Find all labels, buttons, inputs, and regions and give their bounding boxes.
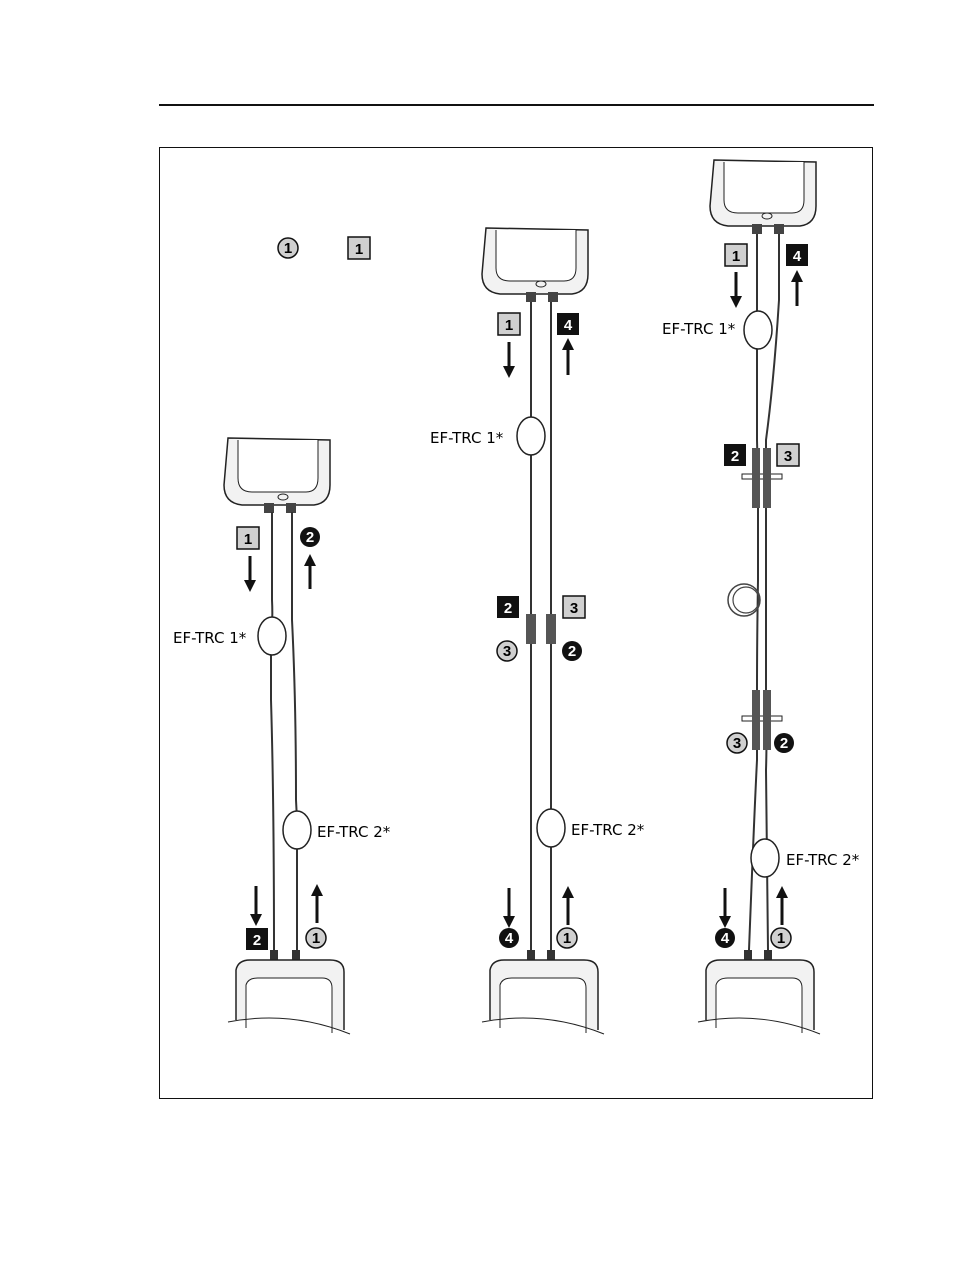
square-badge: 1 <box>725 244 747 266</box>
diagram-2: EF-TRC 1* EF-TRC 2* 1 4 2 3 3 <box>430 228 645 1034</box>
svg-text:3: 3 <box>503 643 511 660</box>
circle-badge: 1 <box>771 928 791 948</box>
remote-unit-icon <box>482 228 588 302</box>
svg-text:1: 1 <box>284 240 292 257</box>
ef-trc-2-label: EF-TRC 2* <box>786 851 860 869</box>
legend-square-badge: 1 <box>348 237 370 259</box>
square-badge: 1 <box>498 313 520 335</box>
svg-text:2: 2 <box>731 448 739 465</box>
circle-badge: 3 <box>497 641 517 661</box>
circle-badge: 2 <box>774 733 794 753</box>
svg-text:4: 4 <box>793 248 802 265</box>
connector-icon <box>763 448 771 508</box>
diagram-1: EF-TRC 1* EF-TRC 2* 1 2 2 1 <box>173 438 391 1034</box>
legend-circle-badge: 1 <box>278 238 298 258</box>
circle-badge: 2 <box>562 641 582 661</box>
svg-text:1: 1 <box>732 248 740 265</box>
svg-text:4: 4 <box>505 930 514 947</box>
svg-text:3: 3 <box>784 448 792 465</box>
main-unit-icon <box>482 950 604 1034</box>
svg-text:4: 4 <box>564 317 573 334</box>
ef-trc-2-icon <box>283 811 311 849</box>
ef-trc-1-label: EF-TRC 1* <box>430 429 504 447</box>
ef-trc-1-icon <box>517 417 545 455</box>
diagram-3: EF-TRC 1* EF-TRC 2* 1 4 2 3 3 2 <box>662 160 860 1034</box>
svg-text:1: 1 <box>777 930 785 947</box>
square-badge: 4 <box>786 244 808 266</box>
legend: 1 1 <box>278 237 370 259</box>
ef-trc-1-label: EF-TRC 1* <box>173 629 247 647</box>
coupler-icon <box>742 474 782 479</box>
ef-trc-1-icon <box>744 311 772 349</box>
circle-badge: 1 <box>557 928 577 948</box>
square-badge: 2 <box>246 928 268 950</box>
ef-trc-2-label: EF-TRC 2* <box>571 821 645 839</box>
coupler-icon <box>742 716 782 721</box>
square-badge: 1 <box>237 527 259 549</box>
ef-trc-2-icon <box>537 809 565 847</box>
svg-text:3: 3 <box>733 735 741 752</box>
circle-badge: 4 <box>715 928 735 948</box>
connector-icon <box>526 614 536 644</box>
svg-text:2: 2 <box>568 643 576 660</box>
square-badge: 2 <box>497 596 519 618</box>
main-unit-icon <box>228 950 350 1034</box>
svg-text:4: 4 <box>721 930 730 947</box>
ef-trc-1-icon <box>258 617 286 655</box>
square-badge: 2 <box>724 444 746 466</box>
remote-unit-icon <box>710 160 816 234</box>
svg-text:2: 2 <box>306 529 314 546</box>
connector-icon <box>546 614 556 644</box>
connector-icon <box>752 690 760 750</box>
connector-icon <box>752 448 760 508</box>
svg-text:1: 1 <box>312 930 320 947</box>
square-badge: 3 <box>777 444 799 466</box>
ef-trc-2-label: EF-TRC 2* <box>317 823 391 841</box>
remote-unit-icon <box>224 438 330 513</box>
square-badge: 3 <box>563 596 585 618</box>
circle-badge: 4 <box>499 928 519 948</box>
main-unit-icon <box>698 950 820 1034</box>
svg-text:2: 2 <box>780 735 788 752</box>
svg-text:1: 1 <box>355 241 363 258</box>
ef-trc-2-icon <box>751 839 779 877</box>
svg-text:2: 2 <box>504 600 512 617</box>
connector-icon <box>763 690 771 750</box>
circle-badge: 3 <box>727 733 747 753</box>
svg-text:1: 1 <box>505 317 513 334</box>
svg-text:2: 2 <box>253 932 261 949</box>
circle-badge: 2 <box>300 527 320 547</box>
svg-text:1: 1 <box>563 930 571 947</box>
svg-text:1: 1 <box>244 531 252 548</box>
ef-trc-1-label: EF-TRC 1* <box>662 320 736 338</box>
circle-badge: 1 <box>306 928 326 948</box>
svg-text:3: 3 <box>570 600 578 617</box>
square-badge: 4 <box>557 313 579 335</box>
